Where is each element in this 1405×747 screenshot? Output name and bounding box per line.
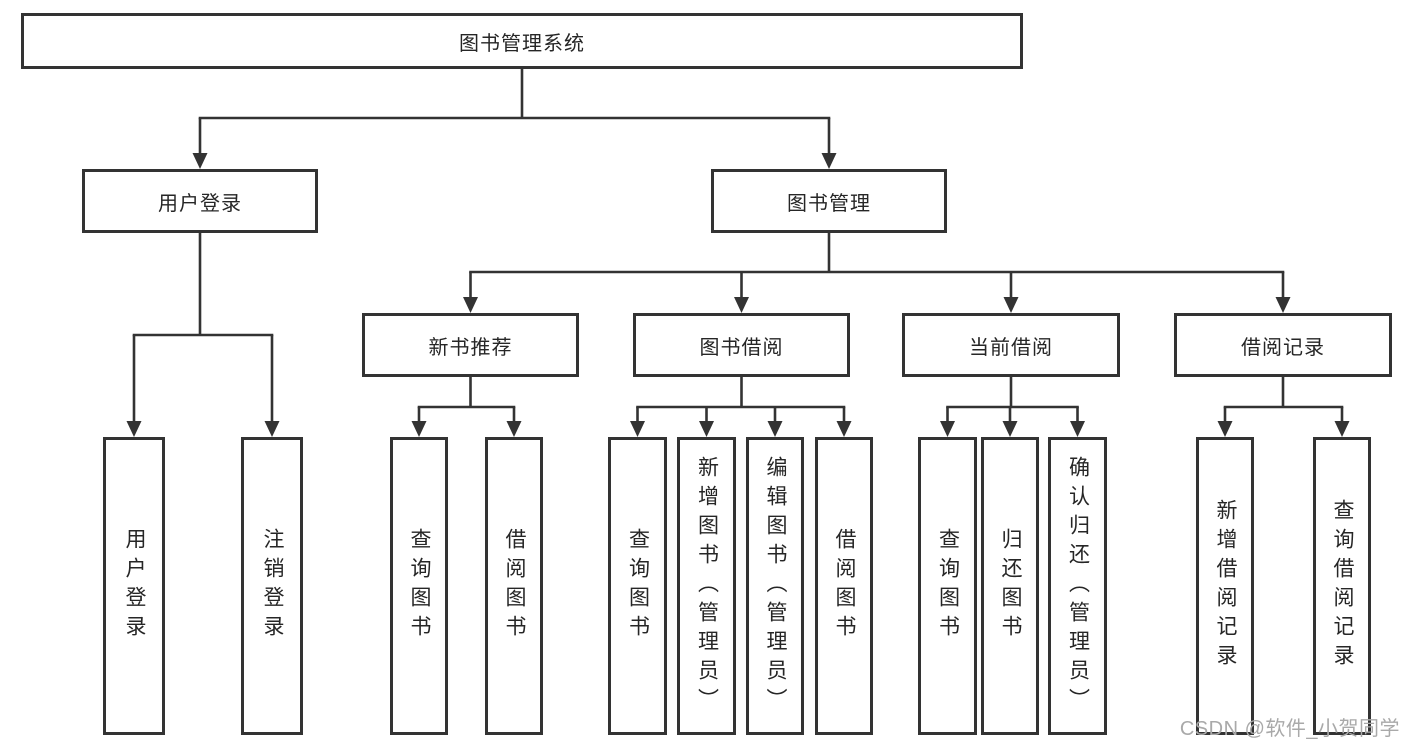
node-leaf-query-book-2: 查询图书 [608, 437, 667, 735]
node-leaf-query-book-3: 查询图书 [918, 437, 977, 735]
node-label-leaf-query-book-3: 查询图书 [936, 528, 960, 644]
node-leaf-add-book: 新增图书（管理员） [677, 437, 736, 735]
node-borrow-records: 借阅记录 [1174, 313, 1392, 377]
node-book-borrow: 图书借阅 [633, 313, 850, 377]
node-label-leaf-edit-book: 编辑图书（管理员） [764, 455, 787, 717]
node-leaf-logout: 注销登录 [241, 437, 303, 735]
node-label-leaf-query-book-2: 查询图书 [626, 528, 650, 644]
node-leaf-add-record: 新增借阅记录 [1196, 437, 1254, 735]
node-leaf-borrow-book-1: 借阅图书 [485, 437, 543, 735]
node-current-borrow: 当前借阅 [902, 313, 1120, 377]
node-label-leaf-logout: 注销登录 [261, 528, 284, 644]
node-leaf-return-book: 归还图书 [981, 437, 1039, 735]
node-label-book-borrow: 图书借阅 [699, 336, 784, 359]
node-leaf-borrow-book-2: 借阅图书 [815, 437, 873, 735]
node-leaf-confirm-return: 确认归还（管理员） [1048, 437, 1107, 735]
node-label-leaf-add-record: 新增借阅记录 [1214, 499, 1237, 673]
node-label-leaf-borrow-book-2: 借阅图书 [833, 528, 856, 644]
node-label-new-book-rec: 新书推荐 [428, 336, 513, 359]
node-label-leaf-query-book-1: 查询图书 [408, 528, 431, 644]
node-label-current-borrow: 当前借阅 [969, 336, 1053, 359]
node-label-user-login: 用户登录 [158, 192, 242, 215]
node-new-book-rec: 新书推荐 [362, 313, 579, 377]
node-label-leaf-borrow-book-1: 借阅图书 [503, 528, 526, 644]
node-label-leaf-user-login: 用户登录 [123, 528, 146, 644]
node-root: 图书管理系统 [21, 13, 1023, 69]
node-label-root: 图书管理系统 [459, 32, 585, 55]
node-leaf-query-record: 查询借阅记录 [1313, 437, 1371, 735]
node-label-borrow-records: 借阅记录 [1241, 336, 1325, 359]
watermark-text: CSDN @软件_小贺同学 [1179, 718, 1400, 740]
node-label-leaf-add-book: 新增图书（管理员） [695, 455, 719, 717]
node-leaf-user-login: 用户登录 [103, 437, 165, 735]
node-label-leaf-confirm-return: 确认归还（管理员） [1066, 455, 1090, 717]
node-book-mgmt: 图书管理 [711, 169, 947, 233]
node-label-book-mgmt: 图书管理 [787, 192, 871, 215]
node-user-login: 用户登录 [82, 169, 318, 233]
node-label-leaf-return-book: 归还图书 [999, 528, 1022, 644]
node-label-leaf-query-record: 查询借阅记录 [1331, 499, 1354, 673]
node-leaf-query-book-1: 查询图书 [390, 437, 448, 735]
node-leaf-edit-book: 编辑图书（管理员） [746, 437, 804, 735]
